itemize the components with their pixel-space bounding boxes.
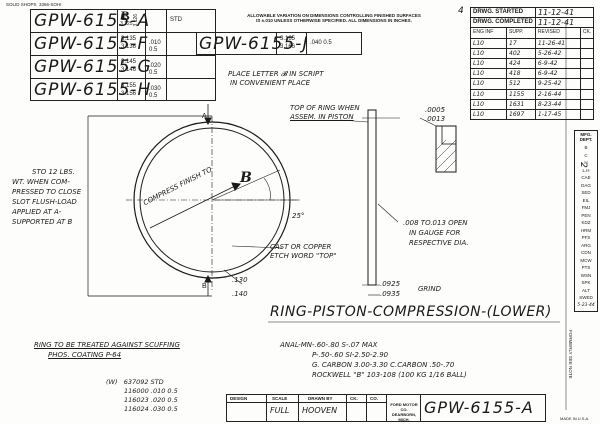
point-label-a: A [202,113,207,120]
treatment-note: RING TO BE TREATED AGAINST SCUFFING PHOS… [34,341,180,359]
tolerance-note: ALLOWABLE VARIATION ON DIMENSIONS CONTRO… [222,13,446,23]
oversize-value: .040 0.5 [310,40,332,46]
part-number-row: GPW-6155-G [34,57,152,77]
design-label: DESIGN [230,396,248,401]
top-ring-note: TOP OF RING WHEN ASSEM. IN PISTON [290,104,360,121]
part-number-row: GPW-6155-J [199,34,309,54]
mfg-dept-title: MFG. DEPT. [579,132,593,142]
part-number-row: GPW-6155-H [34,80,152,100]
dimension-label: .140 [232,290,248,298]
co-label: CO. [370,396,379,401]
dimension-label: .130 [232,276,248,284]
mfg-dept-column [574,130,598,312]
scale-label: SCALE [272,396,288,401]
side-vertical-note: FORMERLY SEE NOTE [568,330,573,379]
diameter-value: 3.135 [121,36,137,42]
load-note: STO 12 LBS. WT. WHEN COM- PRESSED TO CLO… [12,168,82,226]
cast-note: CAST OR COPPER ETCH WORD "TOP" [270,243,337,260]
oversize-value: STD [170,17,182,23]
tolerance-note-line: ALLOWABLE VARIATION ON DIMENSIONS CONTRO… [247,13,421,18]
diameter-value: 3.165 [280,36,296,42]
oversize-value: .010 0.5 [149,40,161,53]
drawn-by-label: DRAWN BY [308,396,333,401]
tolerance-note-line: IS ±.010 UNLESS OTHERWISE SPECIFIED. ALL… [256,18,412,23]
diameter-value: 3.136 [121,44,137,50]
size-letter: B [121,8,130,23]
angle-label: 25° [292,212,305,220]
scale-value: FULL [270,406,290,415]
company-name: FORD MOTOR CO. DEARBORN, MICH. [390,402,418,422]
point-label-b: B [202,283,207,290]
dimension-label: .0935 [380,290,401,298]
oversize-value: .030 0.5 [149,86,161,99]
drawn-by-value: HOOVEN [302,406,338,415]
diameter-value: 3.125 [120,21,133,27]
script-letter-b: B [240,170,252,186]
drawing-title: RING-PISTON-COMPRESSION-(LOWER) [270,304,552,320]
extra-part-table [196,32,362,55]
grind-note: GRIND [418,285,441,293]
gap-note: .008 TO.013 OPEN IN GAUGE FOR RESPECTIVE… [403,219,469,247]
dimension-label: .0925 [380,280,401,288]
oversize-value: .020 0.5 [149,63,161,76]
shop-stamp: SOLID SHOPS 3366-SOHI [6,2,96,7]
dimension-label: .0005 .0013 [425,106,446,123]
diameter-value: 3.146 [121,67,137,73]
corner-mark: 4 [458,6,464,16]
analysis-note: ANAL-MN-.60-.80 S-.07 MAX P-.50-.60 SI-2… [280,341,467,379]
title-block-part-number: GPW-6155-A [424,398,534,417]
part-number-row: GPW-6155-F [34,34,149,54]
stamp-line: 3366-SOHI [39,2,62,7]
place-letter-note: PLACE LETTER 𝓑 IN SCRIPT IN CONVENIENT P… [228,70,324,87]
part-number-row: GPW-6155-A [34,11,151,31]
check-label: CK. [350,396,358,401]
diameter-value: 3.145 [121,59,137,65]
diameter-value: 3.166 [280,44,296,50]
stamp-line: SOLID SHOPS [6,2,37,7]
w-part-list: (W) 637092 STD 116000 .010 0.5 116023 .0… [106,378,178,413]
diameter-value: 3.155 [121,83,137,89]
made-in-label: MADE IN U.S.A. [560,416,590,421]
diameter-value: 3.156 [121,91,137,97]
